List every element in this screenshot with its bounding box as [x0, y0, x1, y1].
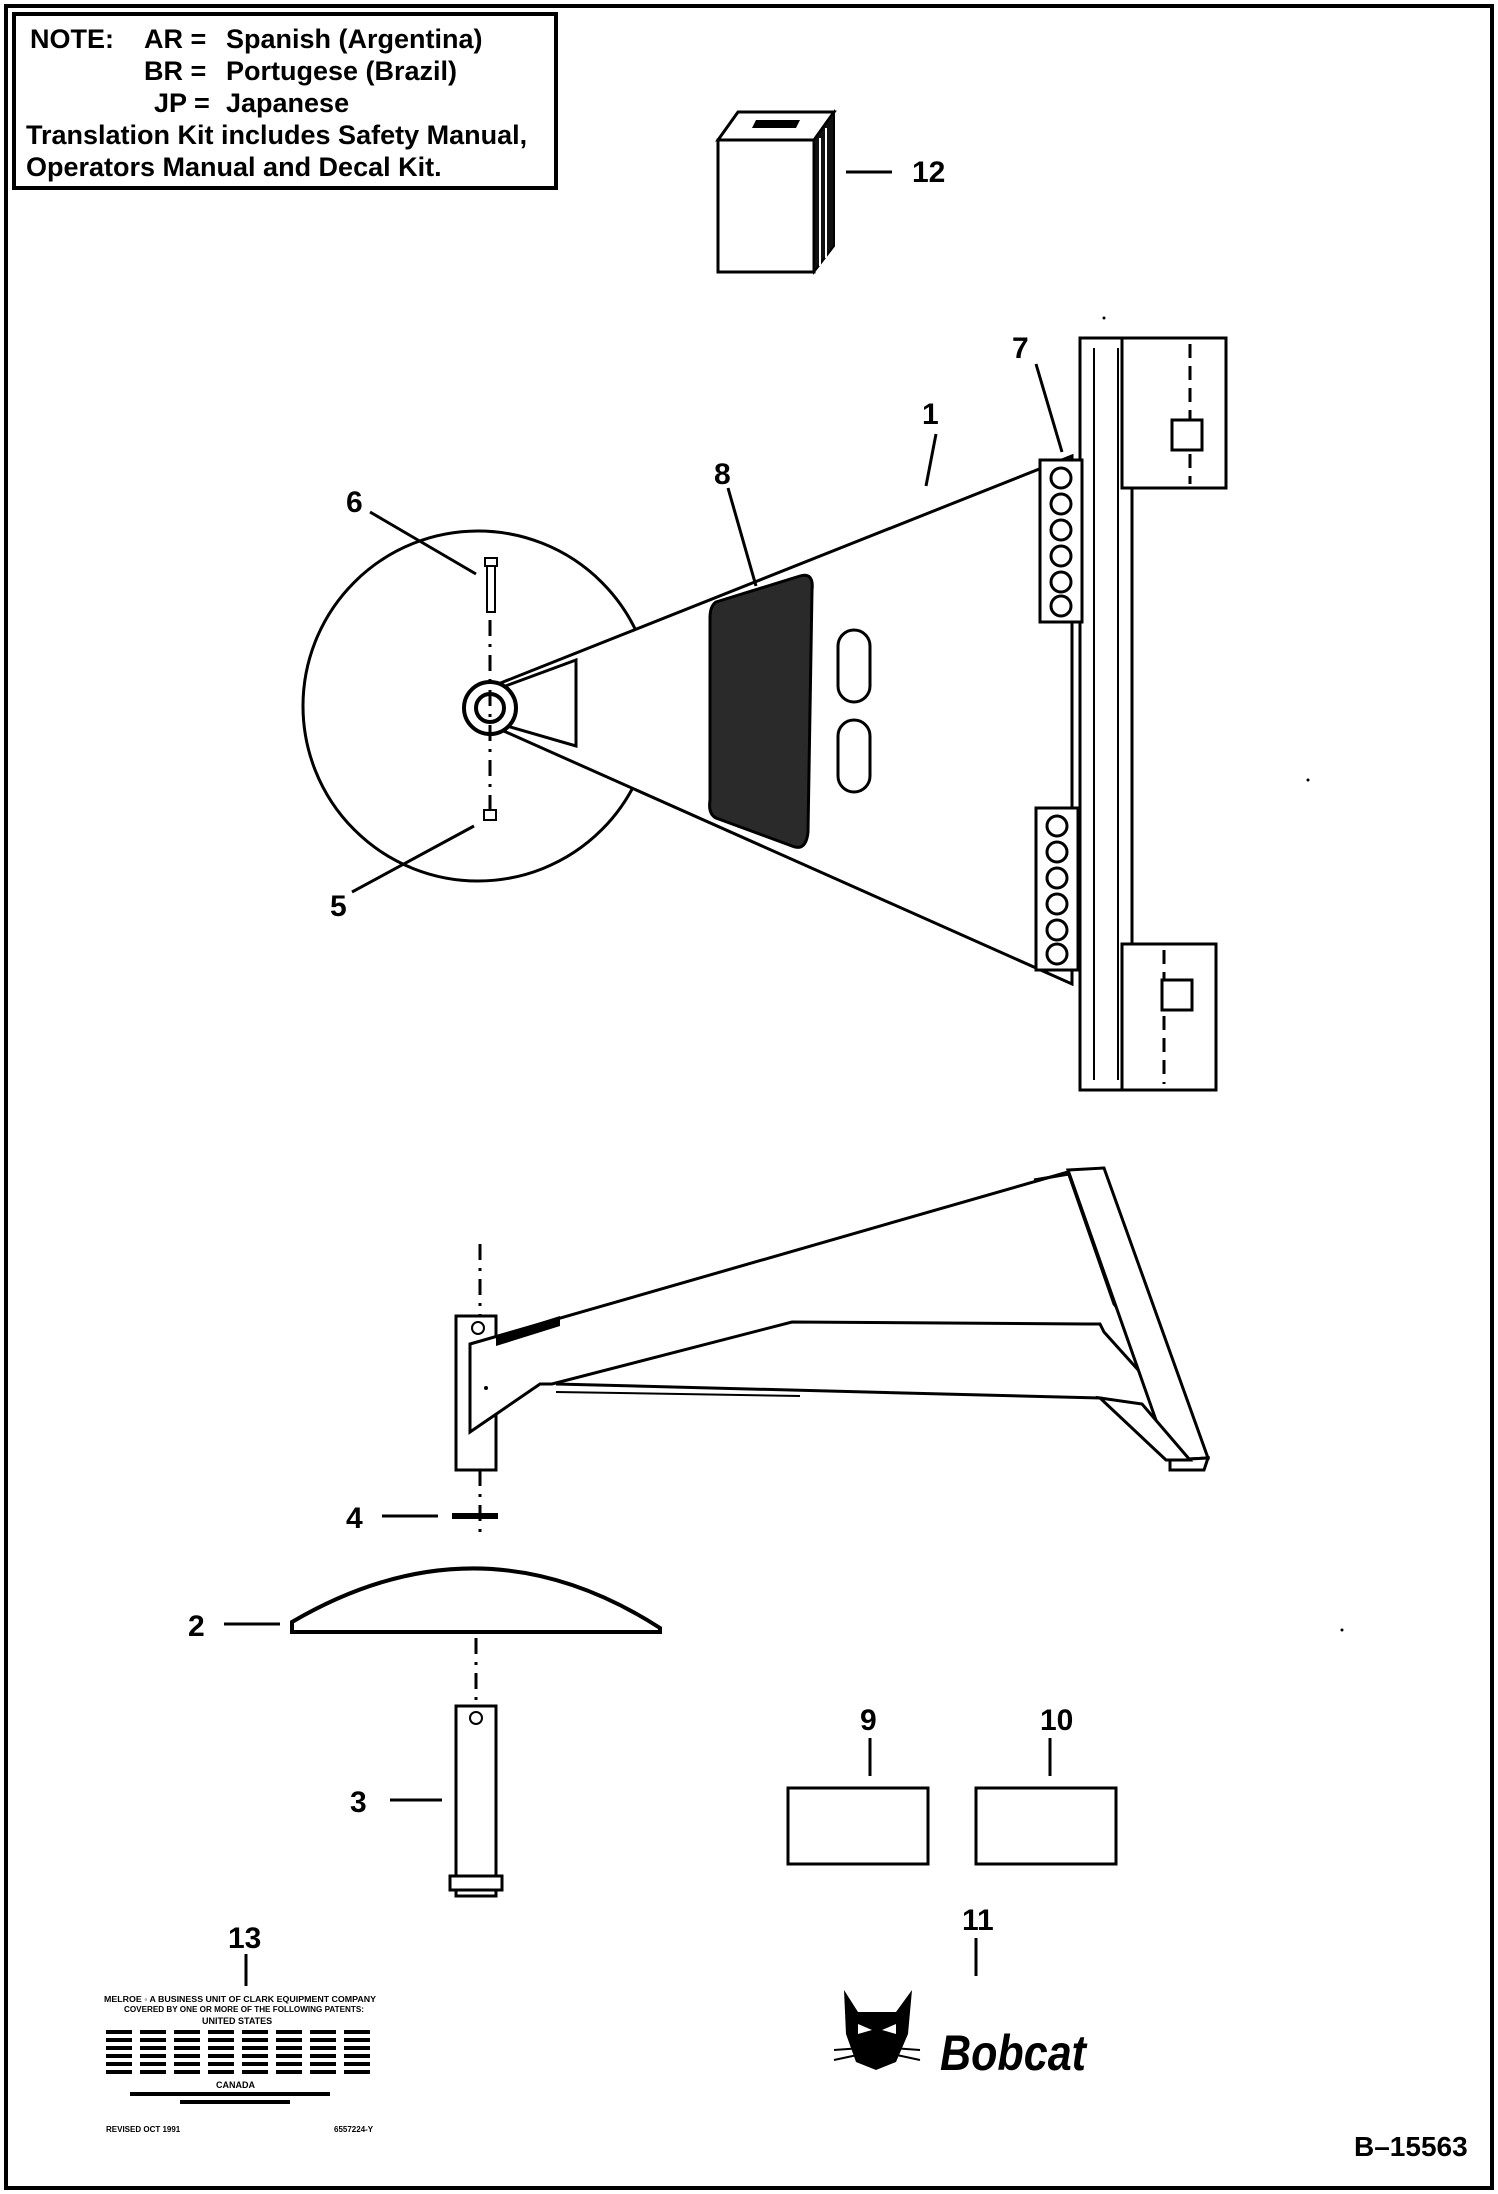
bolt-and-nut-top-view: [483, 557, 498, 821]
callout-1: 1: [922, 398, 939, 431]
cutting-disc-side-view: [290, 1566, 662, 1634]
note-kit-line-2: Operators Manual and Decal Kit.: [26, 152, 442, 182]
patent-decal-us-heading: UNITED STATES: [202, 2016, 272, 2026]
figure-id: B–15563: [1354, 2131, 1468, 2162]
translation-note-box: NOTE: AR = Spanish (Argentina) BR = Port…: [12, 12, 558, 190]
patent-decal: MELROE ◦ A BUSINESS UNIT OF CLARK EQUIPM…: [104, 1995, 377, 2134]
callout-6: 6: [346, 486, 363, 519]
patent-decal-revision: REVISED OCT 1991: [106, 2125, 181, 2134]
leader-8: [726, 487, 758, 587]
callout-9: 9: [860, 1704, 877, 1737]
patent-decal-canada-heading: CANADA: [216, 2080, 255, 2090]
leader-6: [369, 510, 477, 576]
attachment-frame-top-view: [462, 336, 1228, 1092]
patent-number-grid: [106, 2030, 370, 2074]
note-lang-jp: Japanese: [226, 88, 350, 118]
leader-1: [924, 433, 938, 487]
leader-5: [351, 824, 475, 894]
callout-8: 8: [714, 458, 731, 491]
callout-11: 11: [962, 1904, 994, 1937]
callout-2: 2: [188, 1610, 205, 1643]
patent-decal-part-number: 6557224-Y: [334, 2125, 374, 2134]
decal-10: [974, 1786, 1118, 1866]
manual-book-drawing: [715, 108, 837, 275]
callout-12: 12: [912, 156, 945, 189]
note-code-jp: JP =: [154, 88, 210, 118]
note-lang-ar: Spanish (Argentina): [226, 24, 483, 54]
note-lang-br: Portugese (Brazil): [226, 56, 458, 86]
bobcat-wordmark: Bobcat: [940, 2025, 1088, 2081]
callout-10: 10: [1040, 1704, 1073, 1737]
callout-3: 3: [350, 1786, 367, 1819]
bobcat-logo-icon: [833, 1990, 921, 2070]
pivot-pin: [448, 1704, 504, 1898]
page-border: [4, 4, 1494, 2190]
note-kit-line-1: Translation Kit includes Safety Manual,: [26, 120, 528, 150]
patent-decal-subheader: COVERED BY ONE OR MORE OF THE FOLLOWING …: [124, 2005, 364, 2014]
leader-7: [1034, 363, 1064, 453]
note-label: NOTE:: [30, 24, 114, 54]
callout-7: 7: [1012, 332, 1029, 365]
washer: [452, 1513, 498, 1519]
decal-9: [786, 1786, 930, 1866]
attachment-frame-side-view: [454, 1166, 1211, 1540]
note-code-ar: AR =: [144, 24, 207, 54]
callout-13: 13: [228, 1922, 261, 1955]
callout-5: 5: [330, 890, 347, 923]
patent-decal-header: MELROE ◦ A BUSINESS UNIT OF CLARK EQUIPM…: [104, 1995, 377, 2004]
callout-4: 4: [346, 1502, 363, 1535]
note-code-br: BR =: [144, 56, 207, 86]
